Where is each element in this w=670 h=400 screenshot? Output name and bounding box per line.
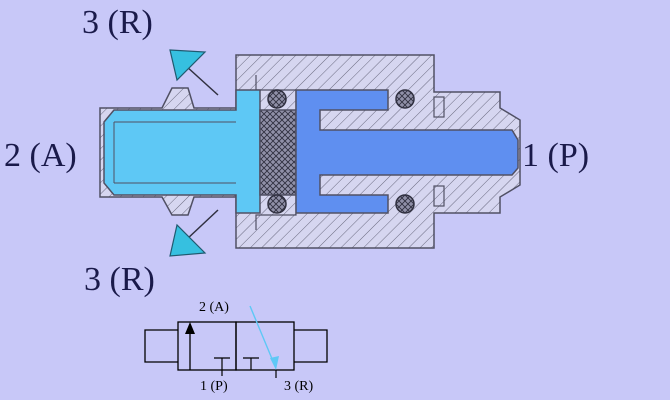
symbol-label-a: 2 (A) — [199, 300, 229, 315]
symbol-exhaust-arrow — [249, 305, 276, 367]
o-ring-top-right — [395, 89, 415, 109]
symbol-actuator-left — [144, 329, 178, 363]
retaining-clip-top — [433, 96, 445, 118]
o-ring-top-left — [267, 89, 287, 109]
port-label-exhaust-top: 3 (R) — [82, 4, 153, 41]
valve-symbol: 2 (A) 1 (P) 3 (R) — [144, 300, 328, 394]
port-label-outlet: 2 (A) — [4, 137, 77, 174]
symbol-exhaust-arrowhead — [270, 356, 279, 370]
symbol-box-left — [177, 321, 237, 371]
o-ring-bottom-left — [267, 194, 287, 214]
retaining-clip-bottom — [433, 185, 445, 207]
outlet-bore-line — [113, 121, 236, 184]
inlet-passage — [295, 89, 519, 214]
symbol-box-right — [235, 321, 295, 371]
port-label-inlet: 1 (P) — [522, 137, 589, 174]
outlet-passage — [103, 89, 261, 214]
symbol-blocked-port — [214, 357, 230, 370]
diaphragm-seal — [259, 109, 297, 196]
exhaust-arrow-top — [169, 49, 219, 96]
exhaust-arrow-bottom — [169, 209, 219, 257]
symbol-label-r: 3 (R) — [284, 379, 314, 394]
symbol-actuator-right — [294, 329, 328, 363]
o-ring-bottom-right — [395, 194, 415, 214]
symbol-label-p: 1 (P) — [200, 379, 228, 394]
symbol-blocked-port-2 — [243, 357, 259, 370]
port-label-exhaust-bottom: 3 (R) — [84, 261, 155, 298]
symbol-flow-arrowhead — [185, 322, 195, 334]
